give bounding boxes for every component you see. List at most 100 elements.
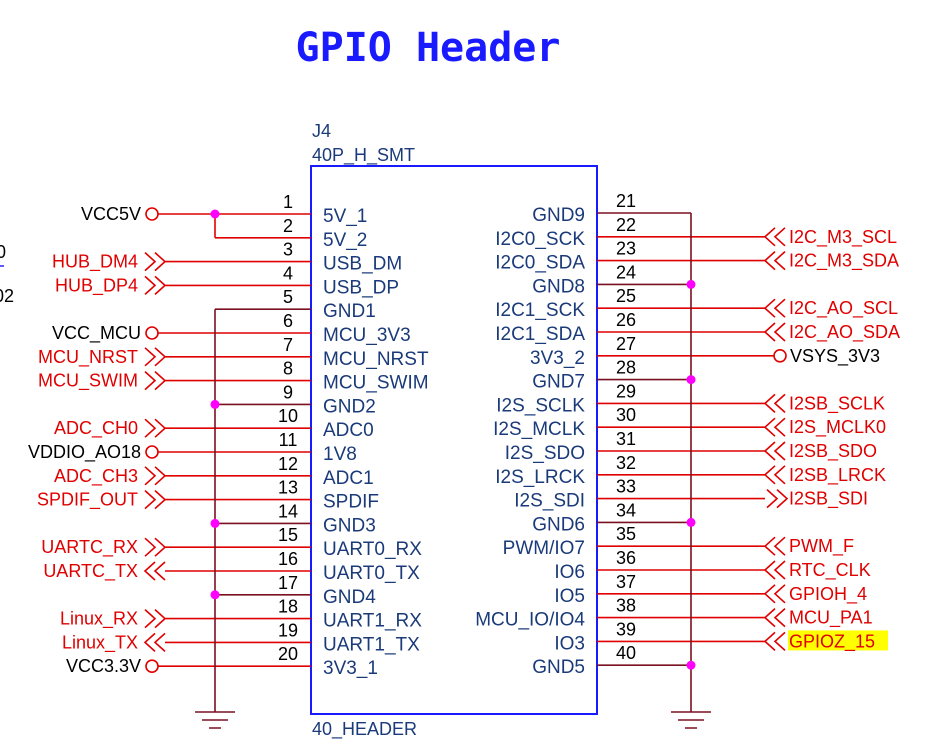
pin-number: 20 xyxy=(278,644,298,664)
pin-number: 36 xyxy=(616,548,636,568)
pin-number: 28 xyxy=(616,358,636,378)
net-label: I2C_AO_SCL xyxy=(789,298,898,319)
pin-name: I2S_LRCK xyxy=(495,467,585,488)
pin-number: 27 xyxy=(616,334,636,354)
pin-name: UART0_RX xyxy=(323,539,422,560)
power-port-circle xyxy=(145,445,159,459)
port-arrow-out xyxy=(143,632,166,652)
port-arrow-in xyxy=(763,536,786,556)
port-arrow-in xyxy=(144,418,167,438)
port-arrow-in xyxy=(144,371,167,391)
port-arrow-in xyxy=(763,631,786,651)
net-label: MCU_NRST xyxy=(38,347,138,368)
pin-number: 26 xyxy=(616,310,636,330)
ground-symbol-left xyxy=(195,711,235,729)
net-label: MCU_PA1 xyxy=(789,608,873,629)
pin-number: 38 xyxy=(616,596,636,616)
junction-dot xyxy=(686,279,696,289)
pin-number: 12 xyxy=(278,454,298,474)
pin-name: UART1_TX xyxy=(323,634,420,655)
pin-number: 23 xyxy=(616,239,636,259)
pin-number: 21 xyxy=(616,191,636,211)
net-label: UARTC_TX xyxy=(43,561,138,582)
pin-number: 35 xyxy=(616,524,636,544)
port-arrow-in xyxy=(144,252,167,272)
net-label: MCU_SWIM xyxy=(38,371,138,392)
pin-number: 11 xyxy=(279,430,298,450)
pin-name: USB_DM xyxy=(323,254,402,275)
port-arrow-in xyxy=(763,560,786,580)
pin-name: I2S_MCLK xyxy=(493,419,585,440)
edge-fragment-2: 02 xyxy=(0,286,14,306)
pin-name: MCU_IO/IO4 xyxy=(475,610,585,631)
port-arrow-in xyxy=(144,347,167,367)
pin-name: GND7 xyxy=(532,372,585,393)
pin-name: I2C0_SDA xyxy=(495,253,585,274)
pin-name: IO6 xyxy=(554,562,585,583)
pin-number: 30 xyxy=(616,405,636,425)
net-label: I2SB_SCLK xyxy=(789,393,885,414)
pin-name: I2C0_SCK xyxy=(495,229,585,250)
power-port-circle xyxy=(773,348,787,363)
net-highlight xyxy=(788,630,888,651)
pin-name: MCU_3V3 xyxy=(323,325,411,346)
port-arrow-out xyxy=(143,561,166,581)
pin-name: GND3 xyxy=(323,515,376,536)
pin-name: I2C1_SDA xyxy=(495,324,585,345)
net-label: HUB_DM4 xyxy=(52,252,138,273)
net-label: UARTC_RX xyxy=(41,537,138,558)
pin-number: 25 xyxy=(616,286,636,306)
pin-number: 2 xyxy=(283,216,293,236)
pin-name: MCU_SWIM xyxy=(323,373,429,394)
pin-number: 18 xyxy=(278,597,298,617)
connector-ref: J4 xyxy=(312,121,331,141)
net-label: SPDIF_OUT xyxy=(37,490,138,511)
pin-name: GND5 xyxy=(532,657,585,678)
connector-body xyxy=(310,165,598,715)
net-label: ADC_CH0 xyxy=(54,418,138,439)
pin-number: 31 xyxy=(616,429,636,449)
pin-name: USB_DP xyxy=(323,277,399,298)
pin-number: 13 xyxy=(278,478,298,498)
port-arrow-in xyxy=(763,322,786,342)
pin-name: I2S_SDO xyxy=(505,443,585,464)
port-arrow-in xyxy=(144,490,167,510)
pin-number: 24 xyxy=(616,262,636,282)
net-label: GPIOH_4 xyxy=(789,584,867,605)
net-label: VDDIO_AO18 xyxy=(28,442,141,463)
port-arrow-in xyxy=(144,537,167,557)
port-arrow-in xyxy=(763,227,786,247)
port-arrow-in xyxy=(144,609,167,629)
net-label: ADC_CH3 xyxy=(54,466,138,487)
net-label: Linux_TX xyxy=(62,632,138,653)
pin-name: ADC0 xyxy=(323,420,374,441)
pin-name: GND9 xyxy=(532,205,585,226)
net-label: VCC_MCU xyxy=(52,323,141,344)
page-title: GPIO Header xyxy=(296,25,561,71)
port-arrow-in xyxy=(763,298,786,318)
power-port-circle xyxy=(145,207,159,221)
pin-number: 22 xyxy=(616,215,636,235)
pin-name: UART0_TX xyxy=(323,563,420,584)
ground-symbol-right xyxy=(671,711,711,729)
junction-dot xyxy=(210,209,220,219)
pin-name: 3V3_1 xyxy=(323,658,378,679)
pin-number: 9 xyxy=(283,382,293,402)
pin-group: 15V_1VCC5V25V_23USB_DMHUB_DM44USB_DPHUB_… xyxy=(28,191,900,679)
pin-name: GND2 xyxy=(323,396,376,417)
junction-dot xyxy=(210,590,220,600)
pin-name: PWM/IO7 xyxy=(503,538,585,559)
junction-dot xyxy=(686,660,696,670)
pin-name: 3V3_2 xyxy=(530,348,585,369)
net-label: RTC_CLK xyxy=(789,560,871,581)
pin-number: 33 xyxy=(616,477,636,497)
net-label: GPIOZ_15 xyxy=(789,631,875,652)
connector-value: 40_HEADER xyxy=(312,719,417,740)
net-label: PWM_F xyxy=(789,536,854,557)
pin-name: 5V_2 xyxy=(323,230,367,251)
net-label: VSYS_3V3 xyxy=(790,346,880,367)
net-label: I2S_MCLK0 xyxy=(789,417,886,438)
pin-number: 5 xyxy=(283,287,293,307)
port-arrow-in xyxy=(763,251,786,271)
